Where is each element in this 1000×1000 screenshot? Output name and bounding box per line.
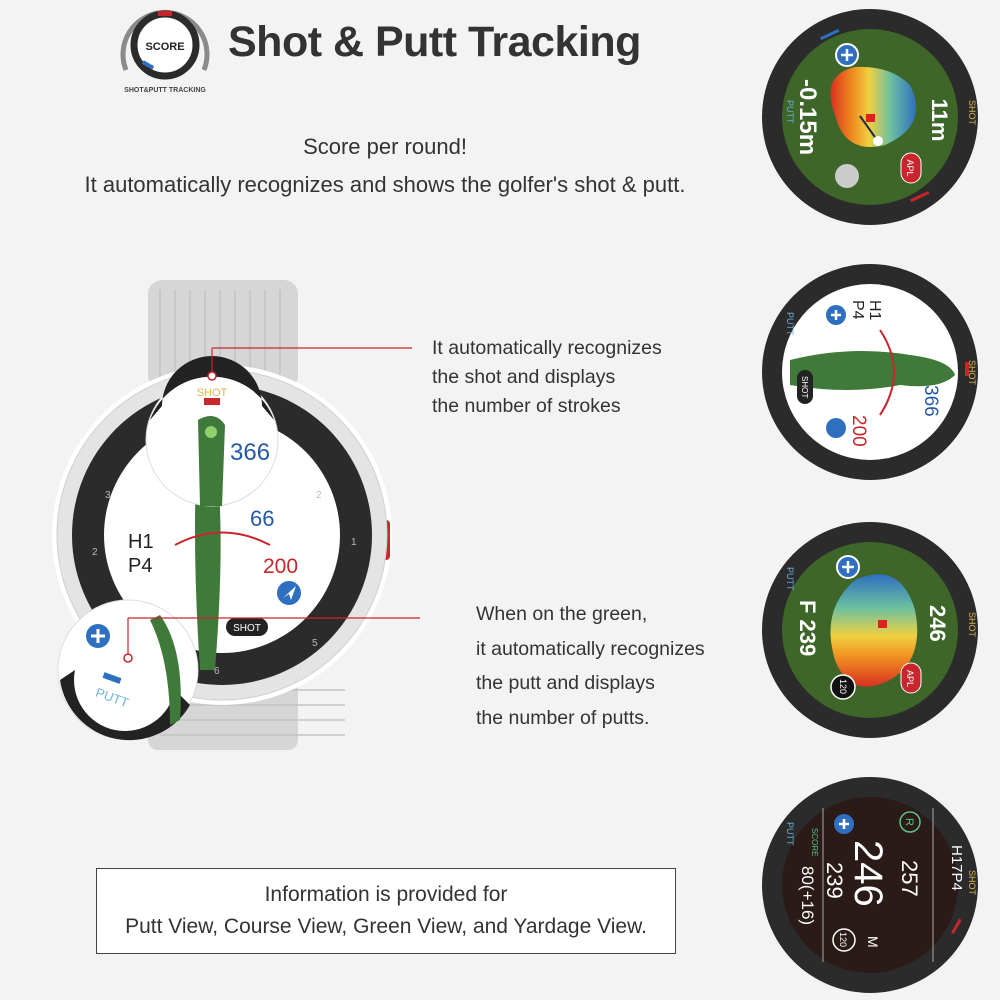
svg-text:6: 6 — [214, 666, 220, 677]
callout-putt-line: the number of putts. — [476, 706, 650, 729]
hole-number: H1 — [866, 300, 883, 321]
par-number: P4 — [128, 555, 152, 577]
intro-line-2: It automatically recognizes and shows th… — [84, 172, 686, 197]
putt-label: PUTT — [785, 100, 795, 124]
shot-label: SHOT — [967, 360, 977, 386]
score-value: 80(+16) — [798, 866, 817, 925]
svg-text:5: 5 — [312, 638, 318, 649]
back-distance: 246 — [925, 605, 950, 642]
logo-ring-text: SHOT&PUTT TRACKING — [124, 87, 206, 94]
distance-top: 257 — [897, 860, 922, 897]
shot-putt-logo: SCORE SHOT&PUTT TRACKING — [120, 9, 210, 94]
info-line-2: Putt View, Course View, Green View, and … — [125, 915, 647, 938]
distance-center: 246 — [846, 840, 890, 907]
green-view: F 239 246 APL 120 PUTT SHOT — [762, 522, 978, 738]
distance-value: 11m — [927, 99, 952, 142]
r-badge: R — [903, 818, 915, 826]
distance-bottom: 239 — [822, 862, 847, 899]
svg-text:3: 3 — [105, 490, 111, 501]
navigate-icon — [826, 418, 846, 438]
zoom-shot-label: SHOT — [197, 387, 228, 399]
putt-view: -0.15m 11m APL PUTT SHOT — [762, 9, 978, 225]
hole-number: H1 — [128, 531, 154, 553]
distance-near: 200 — [848, 415, 869, 447]
course-view: H1 P4 366 200 SHOT PUTT SHOT — [762, 264, 978, 480]
callout-putt-line: When on the green, — [476, 603, 648, 625]
zoom-distance-far: 366 — [230, 439, 270, 466]
callout-shot: It automatically recognizes the shot and… — [432, 334, 662, 421]
yardage-view: R H17P4 257 246 M 239 SCORE 80(+16) 120 … — [762, 777, 978, 993]
callout-putt-line: it automatically recognizes — [476, 637, 705, 660]
svg-text:2: 2 — [316, 490, 322, 501]
shot-label: SHOT — [967, 100, 977, 126]
callout-shot-line: the number of strokes — [432, 395, 621, 417]
callout-putt-line: the putt and displays — [476, 672, 655, 694]
page-title: Shot & Putt Tracking — [228, 18, 641, 66]
putt-label: PUTT — [785, 567, 795, 591]
par-number: P4 — [849, 300, 866, 320]
svg-text:2: 2 — [92, 547, 98, 558]
front-distance: F 239 — [795, 600, 820, 656]
callout-putt: When on the green, it automatically reco… — [476, 597, 705, 735]
shot-badge: SHOT — [233, 623, 261, 634]
slope-value: -0.15m — [794, 79, 821, 155]
putt-label: PUTT — [785, 312, 795, 336]
distance-unit: M — [865, 936, 881, 948]
apl-badge: APL — [905, 159, 915, 176]
circle-value: 120 — [838, 932, 848, 947]
distance-near: 200 — [263, 555, 298, 578]
score-label: SCORE — [810, 828, 819, 856]
callout-shot-line: the shot and displays — [432, 366, 616, 388]
circle-value: 120 — [838, 679, 848, 694]
putt-label: PUTT — [785, 822, 795, 846]
shot-badge: SHOT — [800, 376, 809, 398]
distance-far: 366 — [920, 385, 941, 417]
distance-far-partial: 66 — [250, 506, 274, 531]
shot-label: SHOT — [967, 870, 977, 896]
callout-shot-line: It automatically recognizes — [432, 337, 662, 359]
info-line-1: Information is provided for — [264, 883, 508, 906]
shot-label: SHOT — [967, 612, 977, 638]
intro-line-1: Score per round! — [303, 134, 467, 159]
info-box: Information is provided for Putt View, C… — [96, 868, 676, 954]
apl-badge: APL — [905, 670, 915, 687]
logo-score-text: SCORE — [145, 41, 184, 53]
svg-text:1: 1 — [351, 537, 357, 548]
watch-views: -0.15m 11m APL PUTT SHOT H1 P4 366 200 S… — [762, 9, 978, 993]
hole-par: H17P4 — [948, 845, 965, 891]
